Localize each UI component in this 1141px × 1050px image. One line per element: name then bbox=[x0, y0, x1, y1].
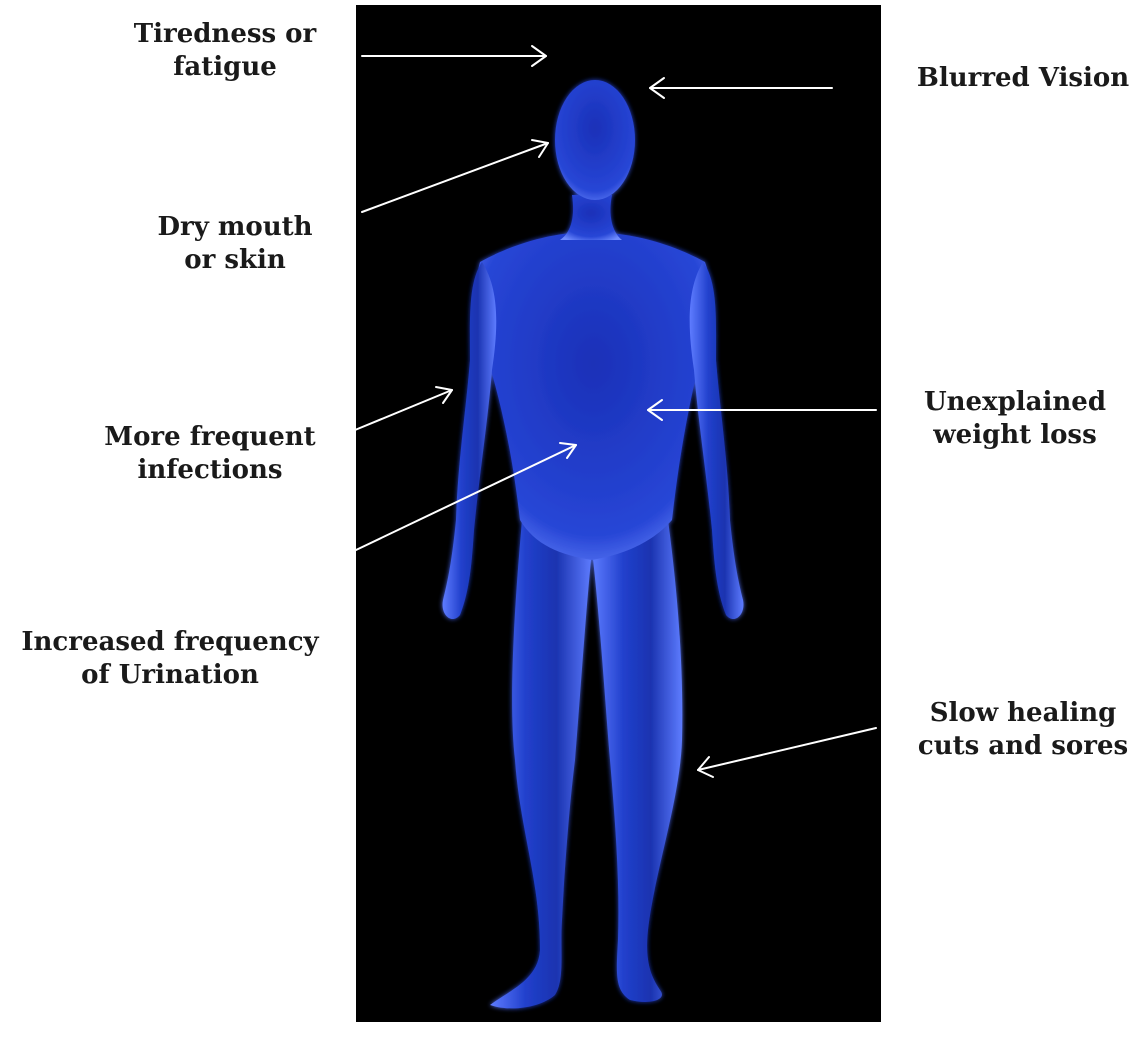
label-blurred-vision: Blurred Vision bbox=[905, 62, 1141, 95]
label-infections: More frequent infections bbox=[90, 421, 330, 487]
label-urination-line2: of Urination bbox=[2, 659, 338, 692]
label-tiredness: Tiredness or fatigue bbox=[120, 18, 330, 84]
label-weight-loss-line1: Unexplained bbox=[895, 386, 1135, 419]
label-blurred-vision-line1: Blurred Vision bbox=[905, 62, 1141, 95]
label-slow-healing: Slow healing cuts and sores bbox=[905, 697, 1141, 763]
label-weight-loss: Unexplained weight loss bbox=[895, 386, 1135, 452]
label-tiredness-line2: fatigue bbox=[120, 51, 330, 84]
label-infections-line2: infections bbox=[90, 454, 330, 487]
label-urination-line1: Increased frequency bbox=[2, 626, 338, 659]
label-weight-loss-line2: weight loss bbox=[895, 419, 1135, 452]
label-slow-healing-line2: cuts and sores bbox=[905, 730, 1141, 763]
label-dry-mouth-line2: or skin bbox=[140, 244, 330, 277]
label-urination: Increased frequency of Urination bbox=[2, 626, 338, 692]
label-tiredness-line1: Tiredness or bbox=[120, 18, 330, 51]
label-slow-healing-line1: Slow healing bbox=[905, 697, 1141, 730]
label-dry-mouth-line1: Dry mouth bbox=[140, 211, 330, 244]
label-dry-mouth: Dry mouth or skin bbox=[140, 211, 330, 277]
label-infections-line1: More frequent bbox=[90, 421, 330, 454]
body-illustration-panel bbox=[356, 5, 881, 1022]
